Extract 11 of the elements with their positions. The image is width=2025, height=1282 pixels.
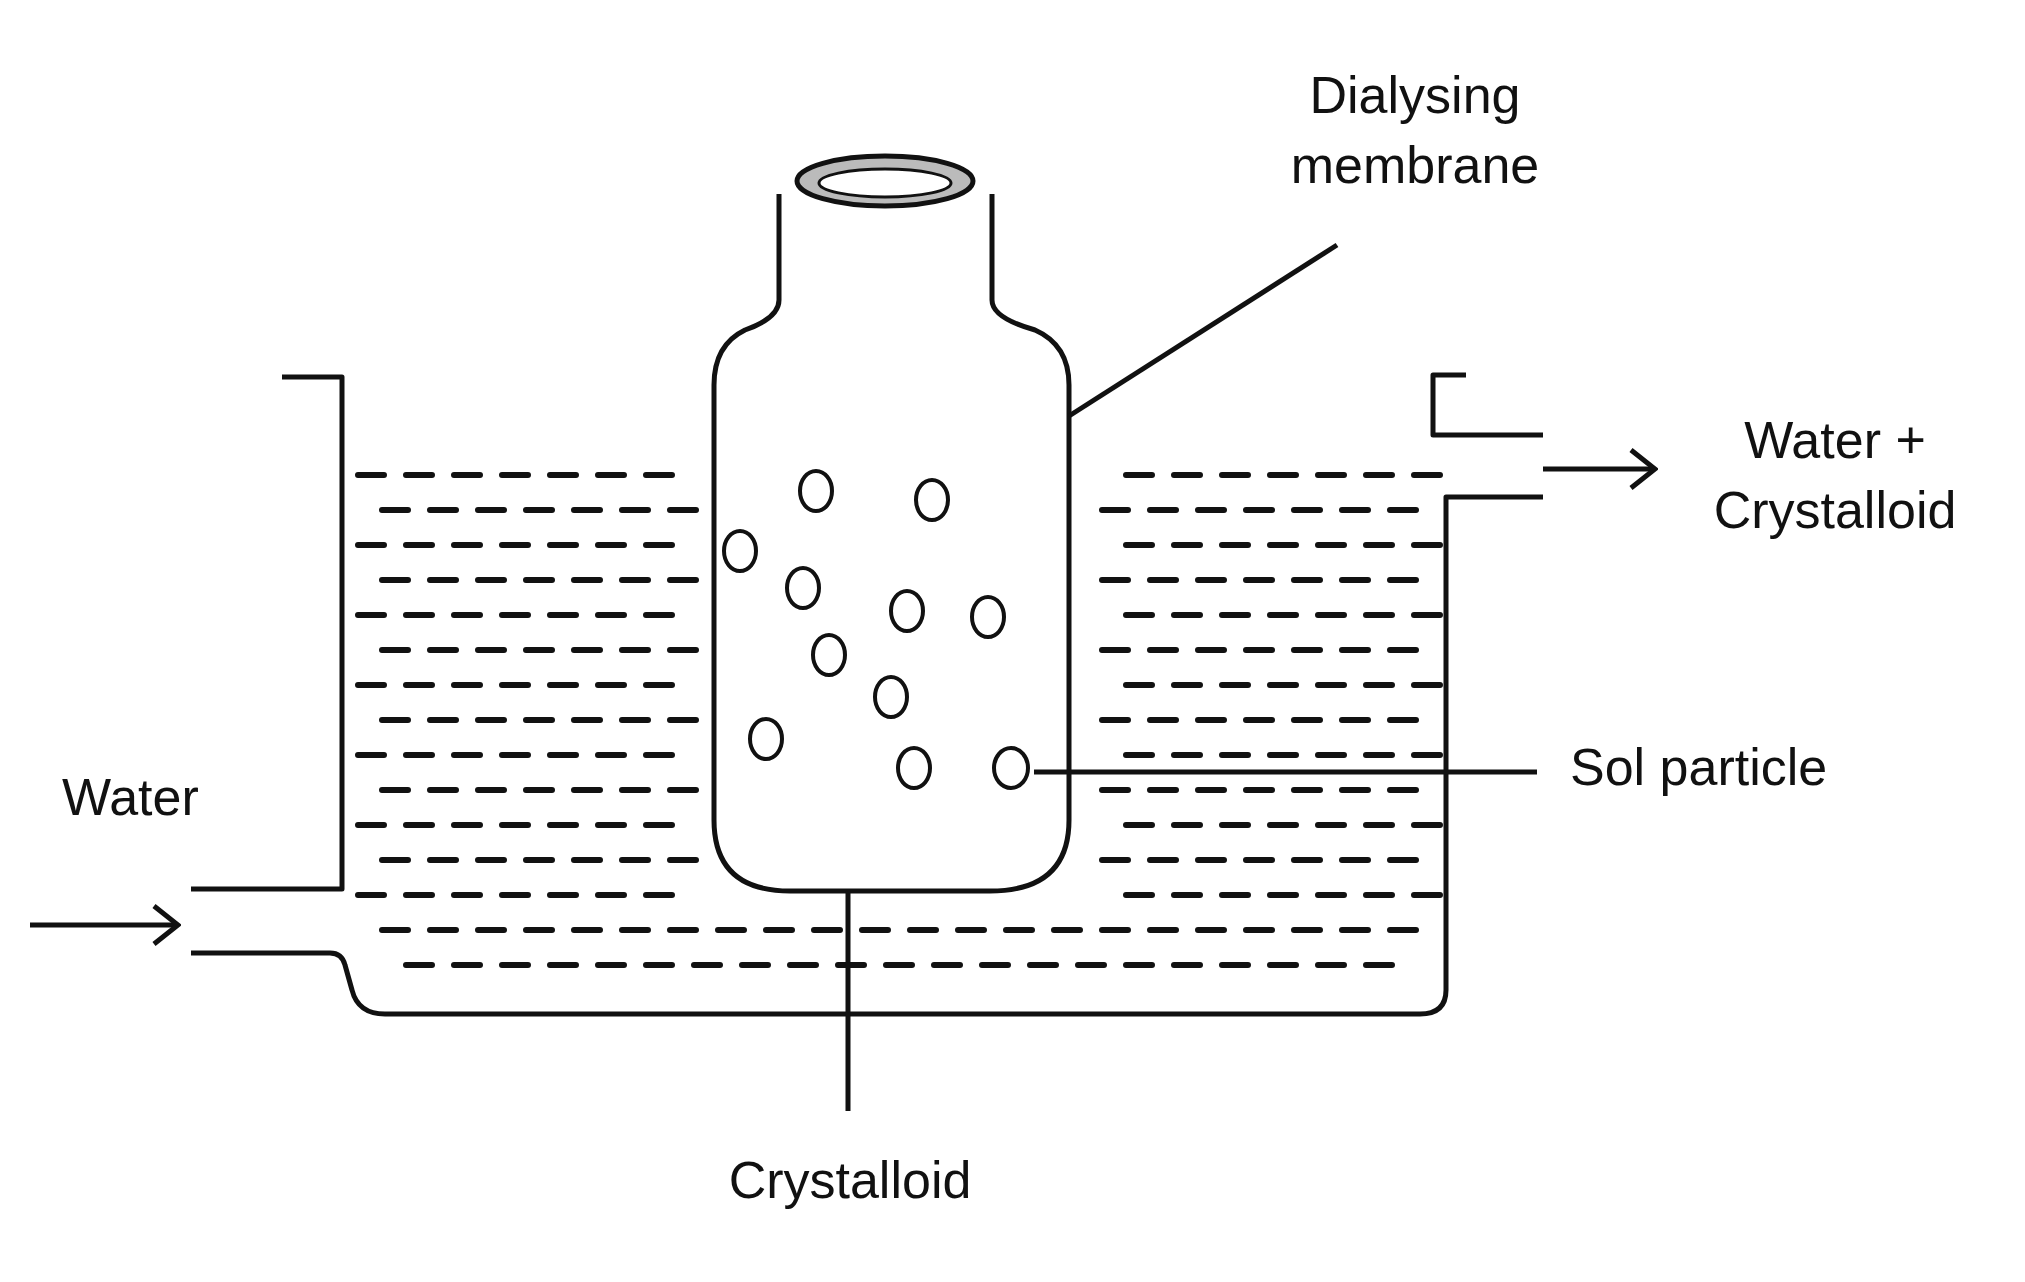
part-label: Sol particle: [1570, 737, 1829, 799]
part-label: Crystalloid: [727, 1149, 973, 1211]
leader-line: [1034, 769, 1537, 775]
arrow: [30, 903, 181, 947]
dialysis-bag-drawing: [711, 153, 1072, 894]
flow-label: Water: [62, 767, 199, 828]
arrow: [1543, 447, 1658, 491]
leader-line: [845, 891, 851, 1111]
leader-line: [1067, 242, 1339, 419]
part-label: Dialysing membrane: [1289, 64, 1541, 196]
part-label: Water + Crystalloid: [1712, 409, 1958, 541]
